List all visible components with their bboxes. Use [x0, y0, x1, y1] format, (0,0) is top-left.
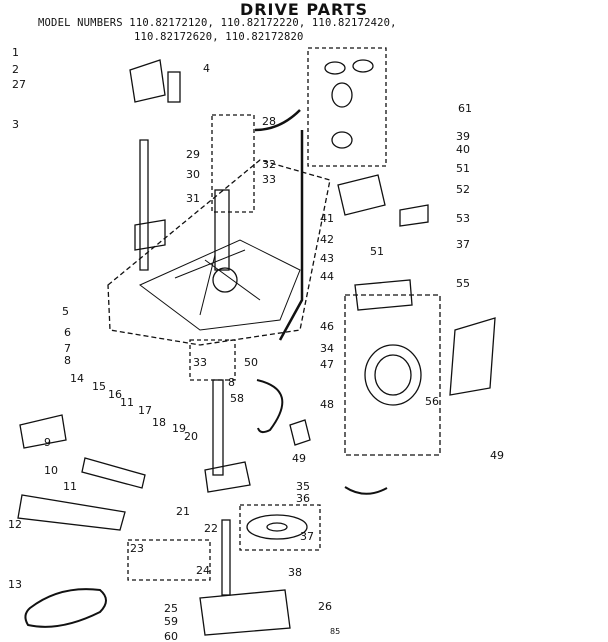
callout-51: 51 — [456, 162, 470, 175]
callout-39: 39 — [456, 130, 470, 143]
brake-rod — [139, 139, 149, 271]
callout-44: 44 — [320, 270, 334, 283]
callout-25: 25 — [164, 602, 178, 615]
callout-51: 51 — [370, 245, 384, 258]
callout-49: 49 — [292, 452, 306, 465]
lower-shaft — [212, 379, 224, 476]
callout-56: 56 — [425, 395, 439, 408]
callout-24: 24 — [196, 564, 210, 577]
callout-58: 58 — [230, 392, 244, 405]
callout-5: 5 — [62, 305, 69, 318]
callout-41: 41 — [320, 212, 334, 225]
callout-52: 52 — [456, 183, 470, 196]
callout-61: 61 — [458, 102, 472, 115]
callout-35: 35 — [296, 480, 310, 493]
callout-34: 34 — [320, 342, 334, 355]
pin-box — [127, 539, 211, 581]
callout-4: 4 — [203, 62, 210, 75]
callout-53: 53 — [456, 212, 470, 225]
callout-14: 14 — [70, 372, 84, 385]
callout-7: 7 — [64, 342, 71, 355]
model-numbers-line-1: MODEL NUMBERS 110.82172120, 110.82172220… — [38, 17, 397, 29]
callout-19: 19 — [172, 422, 186, 435]
callout-8: 8 — [228, 376, 235, 389]
spring-part-27 — [167, 71, 181, 103]
base-plate — [107, 159, 331, 346]
callout-17: 17 — [138, 404, 152, 417]
callout-43: 43 — [320, 252, 334, 265]
callout-42: 42 — [320, 233, 334, 246]
callout-labels: 1227342930312832336139405152414253374351… — [8, 46, 504, 642]
upper-shaft — [214, 189, 230, 271]
callout-15: 15 — [92, 380, 106, 393]
brake-bracket — [129, 59, 166, 103]
callout-22: 22 — [204, 522, 218, 535]
callout-23: 23 — [130, 542, 144, 555]
brake-lever — [17, 494, 126, 531]
callout-28: 28 — [262, 115, 276, 128]
drive-motor — [364, 344, 422, 406]
callout-21: 21 — [176, 505, 190, 518]
callout-46: 46 — [320, 320, 334, 333]
callout-55: 55 — [456, 277, 470, 290]
callout-40: 40 — [456, 143, 470, 156]
seal-kit-box — [307, 47, 387, 167]
base-plate-spider — [139, 239, 301, 331]
callout-50: 50 — [244, 356, 258, 369]
callout-36: 36 — [296, 492, 310, 505]
motor-mount — [337, 174, 386, 216]
callout-33: 33 — [193, 356, 207, 369]
callout-60: 60 — [164, 630, 178, 642]
clutch-assembly — [204, 461, 251, 493]
transmission — [199, 589, 291, 636]
callout-8: 8 — [64, 354, 71, 367]
callout-11: 11 — [63, 480, 77, 493]
callout-31: 31 — [186, 192, 200, 205]
callout-47: 47 — [320, 358, 334, 371]
diagram-header: DRIVE PARTS MODEL NUMBERS 110.82172120, … — [0, 0, 608, 48]
callout-49: 49 — [490, 449, 504, 462]
callout-37: 37 — [300, 530, 314, 543]
callout-37: 37 — [456, 238, 470, 251]
callout-18: 18 — [152, 416, 166, 429]
transmission-shaft — [221, 519, 231, 596]
callout-11: 11 — [120, 396, 134, 409]
diagram-artwork — [17, 47, 496, 636]
callout-9: 9 — [44, 436, 51, 449]
center-hub — [212, 267, 238, 293]
page-mark: 85 — [330, 627, 340, 636]
model-numbers-line-2: 110.82172620, 110.82172820 — [134, 31, 304, 43]
callout-32: 32 — [262, 158, 276, 171]
callout-6: 6 — [64, 326, 71, 339]
drive-belt — [24, 588, 107, 628]
bearing-box — [211, 114, 255, 213]
callout-20: 20 — [184, 430, 198, 443]
callout-29: 29 — [186, 148, 200, 161]
callout-30: 30 — [186, 168, 200, 181]
callout-13: 13 — [8, 578, 22, 591]
motor-shield — [449, 317, 496, 396]
callout-33: 33 — [262, 173, 276, 186]
callout-26: 26 — [318, 600, 332, 613]
callout-16: 16 — [108, 388, 122, 401]
callout-1: 1 — [12, 46, 19, 59]
callout-27: 27 — [12, 78, 26, 91]
callout-59: 59 — [164, 615, 178, 628]
callout-12: 12 — [8, 518, 22, 531]
callout-2: 2 — [12, 63, 19, 76]
pulley-box — [239, 504, 321, 551]
callout-38: 38 — [288, 566, 302, 579]
callout-10: 10 — [44, 464, 58, 477]
drive-pulley — [246, 514, 308, 540]
motor-box — [344, 294, 441, 456]
callout-48: 48 — [320, 398, 334, 411]
diagram-title: DRIVE PARTS — [239, 0, 369, 19]
callout-3: 3 — [12, 118, 19, 131]
